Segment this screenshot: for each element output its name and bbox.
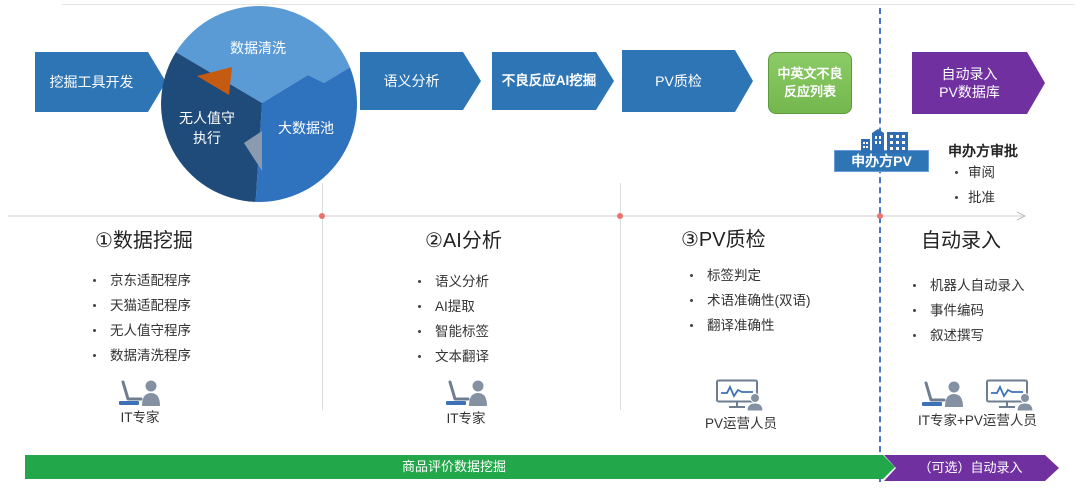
axis-milestone-dot: [877, 213, 883, 219]
list-item: 翻译准确性: [690, 313, 811, 338]
main-phase-label: 商品评价数据挖掘: [401, 459, 506, 474]
auto-entry-db-arrow: 自动录入 PV数据库: [912, 52, 1045, 114]
pv-qc-arrow: PV质检: [622, 50, 753, 112]
list-item: 标签判定: [690, 263, 811, 288]
stage-3-title: ③PV质检: [681, 229, 766, 251]
timeline-axis: [8, 211, 1027, 221]
sponsor-pv-box: 申办方PV: [834, 150, 929, 172]
top-rule: [62, 4, 1075, 5]
list-item: 京东适配程序: [93, 268, 191, 293]
optional-phase-label: （可选）自动录入: [918, 460, 1023, 475]
list-item: 审阅: [955, 160, 995, 185]
list-item: 数据清洗程序: [93, 343, 191, 368]
workflow-pie: [161, 5, 358, 202]
stage-4-role: IT专家+PV运营人员: [918, 413, 1037, 428]
list-item: 机器人自动录入: [913, 273, 1025, 298]
main-phase-bar: 商品评价数据挖掘: [25, 455, 895, 479]
stage-3-items: 标签判定 术语准确性(双语) 翻译准确性: [690, 263, 811, 338]
phase-divider-dashed: [879, 8, 881, 482]
pv-operator-icon: [716, 379, 764, 411]
semantic-analysis-arrow: 语义分析: [360, 52, 481, 110]
list-item: 语义分析: [418, 269, 489, 294]
adr-list-box: 中英文不良 反应列表: [768, 52, 852, 114]
list-item: 批准: [955, 185, 995, 210]
building-icon: [861, 129, 908, 153]
list-item: 叙述撰写: [913, 323, 1025, 348]
pie-gray-wedge: [244, 131, 262, 171]
stage-4-items: 机器人自动录入 事件编码 叙述撰写: [913, 273, 1025, 348]
stage-3-role: PV运营人员: [704, 416, 777, 431]
auto-entry-db-line2: PV数据库: [939, 84, 1000, 100]
pv-qc-label: PV质检: [655, 73, 702, 89]
adr-list-line2: 反应列表: [783, 84, 836, 99]
stage-2-role: IT专家: [446, 411, 486, 426]
pie-label-unattended-line1: 无人值守: [179, 110, 235, 126]
auto-entry-db-line1: 自动录入: [941, 66, 998, 82]
pie-segment-cleaning: [175, 5, 350, 103]
stage-1-role: IT专家: [120, 410, 160, 425]
list-item: 文本翻译: [418, 344, 489, 369]
pie-label-unattended-line2: 执行: [193, 130, 221, 146]
list-item: AI提取: [418, 294, 489, 319]
list-item: 无人值守程序: [93, 318, 191, 343]
stage-separator: [620, 183, 621, 410]
pie-segment-unattended: [161, 52, 262, 202]
stage-2-title: ②AI分析: [425, 230, 502, 252]
adr-ai-mining-label: 不良反应AI挖掘: [501, 73, 597, 88]
tool-dev-arrow: 挖掘工具开发: [35, 52, 166, 112]
tool-dev-label: 挖掘工具开发: [49, 74, 134, 90]
it-expert-icon: [446, 380, 487, 406]
list-item: 天猫适配程序: [93, 293, 191, 318]
sponsor-approval-items: 审阅 批准: [955, 160, 995, 210]
axis-milestone-dot: [617, 213, 623, 219]
it-expert-icon: [119, 380, 160, 406]
axis-milestone-dot: [319, 213, 325, 219]
it-expert-icon: [922, 381, 963, 407]
pie-segment-big-data-pool: [255, 67, 358, 202]
pie-accent-wedge: [197, 67, 232, 95]
stage-1-title: ①数据挖掘: [95, 230, 193, 252]
list-item: 智能标签: [418, 319, 489, 344]
pie-label-unattended: 无人值守 执行: [167, 108, 247, 148]
semantic-analysis-label: 语义分析: [383, 73, 440, 89]
optional-phase-bar: （可选）自动录入: [884, 455, 1059, 481]
adr-ai-mining-arrow: 不良反应AI挖掘: [492, 52, 614, 110]
list-item: 事件编码: [913, 298, 1025, 323]
stage-separator: [322, 183, 323, 410]
stage-4-title: 自动录入: [921, 230, 1001, 252]
stage-1-items: 京东适配程序 天猫适配程序 无人值守程序 数据清洗程序: [93, 268, 191, 368]
list-item: 术语准确性(双语): [690, 288, 811, 313]
pv-operator-icon: [986, 379, 1034, 411]
pie-label-cleaning: 数据清洗: [230, 40, 286, 56]
timeline-arrowhead: [1016, 211, 1027, 221]
stage-2-items: 语义分析 AI提取 智能标签 文本翻译: [418, 269, 489, 369]
sponsor-approval-title: 申办方审批: [948, 143, 1018, 159]
pie-label-big-data-pool: 大数据池: [278, 120, 334, 136]
adr-list-line1: 中英文不良: [777, 66, 843, 81]
